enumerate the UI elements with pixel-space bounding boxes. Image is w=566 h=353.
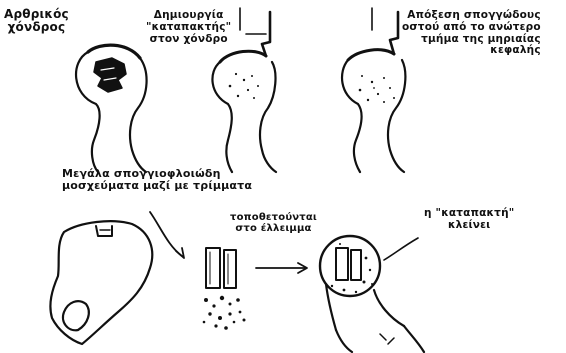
label-articular-cartilage: Αρθρικός χόνδρος	[4, 8, 69, 35]
femoral-head-final	[320, 236, 424, 352]
label-placed-in-defect: τοποθετούνται στο έλλειμμα	[230, 212, 317, 234]
bone-graft-pieces	[206, 248, 236, 288]
pelvis-donor-site	[50, 221, 152, 344]
label-trapdoor-creation: Δημιουργία "καταπακτής" στον χόνδρο	[146, 10, 231, 45]
label-graft-removal: Απόξεση σπογγώδους οστού από το ανώτερο …	[402, 10, 541, 57]
grafts-leader-line	[150, 212, 182, 256]
label-large-grafts: Μεγάλα σπογγιοφλοιώδη μοσχεύματα μαζί με…	[62, 168, 252, 193]
bone-chips	[203, 296, 246, 330]
trapdoor-leader-line	[384, 238, 418, 260]
placement-arrow	[256, 263, 307, 273]
femoral-head-step3	[342, 8, 405, 172]
cartilage-lesion	[94, 58, 126, 92]
label-trapdoor-closed: η "καταπακτή" κλείνει	[424, 208, 514, 232]
obturator-foramen	[63, 301, 89, 330]
femoral-head-step1	[76, 45, 147, 172]
